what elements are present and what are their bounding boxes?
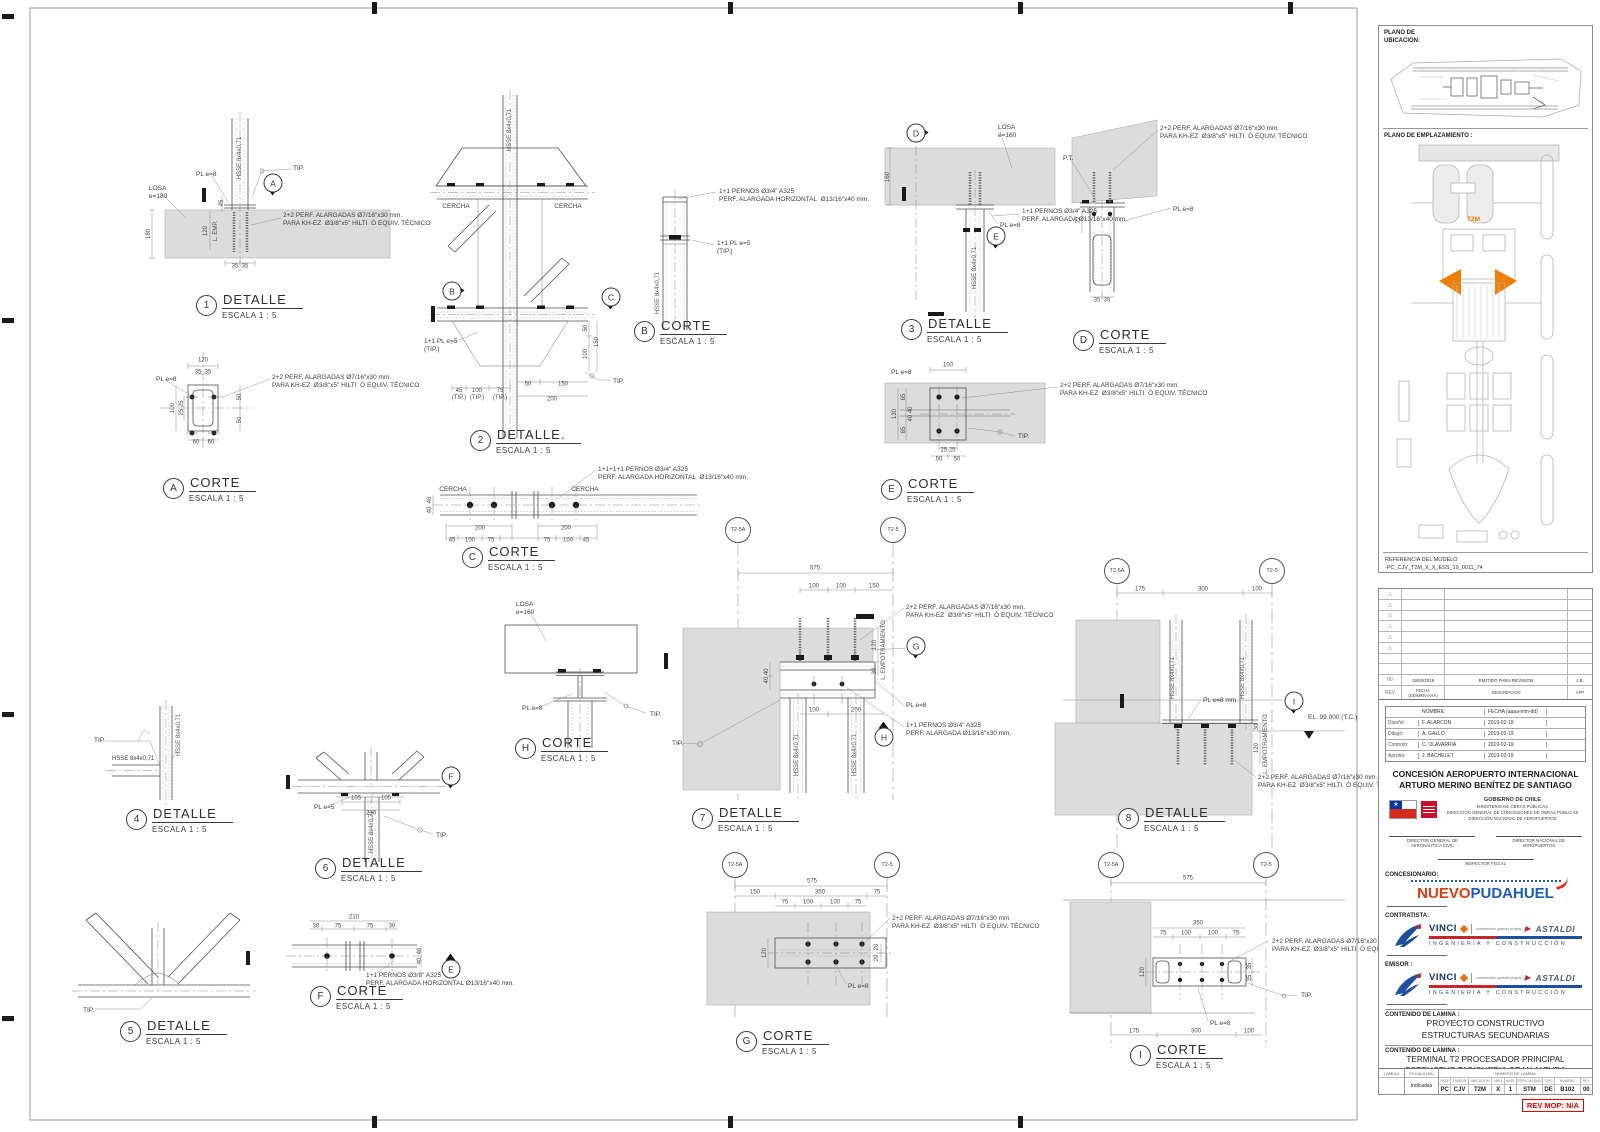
- rev-description: EMITIDO PARA REVISION: [1478, 677, 1534, 683]
- title-block-maps: PLANO DE UBICACION: PLANO DE EMPLAZAMIEN…: [1378, 25, 1593, 573]
- site-plan-map: [1396, 144, 1560, 542]
- revision-triangle-icon: △: [1388, 644, 1392, 651]
- chile-flag-icon: ★: [1389, 799, 1417, 819]
- revision-table: △ △ △ △ △ △ 00 19/02/2019 EMITIDO PARA R…: [1379, 589, 1592, 700]
- contenido-label-1: CONTENIDO DE LAMINA :: [1385, 1009, 1592, 1018]
- nuevo-pudahuel-logo: NUEVOPUDAHUEL: [1406, 876, 1570, 901]
- title-block-main: △ △ △ △ △ △ 00 19/02/2019 EMITIDO PARA R…: [1378, 588, 1593, 1112]
- vinci-diamond-icon: [1459, 973, 1469, 983]
- rev-number: 00: [1379, 675, 1402, 685]
- project-title: CONCESIÓN AEROPUERTO INTERNACIONAL ARTUR…: [1392, 769, 1579, 791]
- vinci-diamond-icon: [1459, 924, 1469, 934]
- contenido-1: PROYECTO CONSTRUCTIVO ESTRUCTURAS SECUND…: [1421, 1018, 1550, 1041]
- logo-bar: [1429, 985, 1582, 989]
- names-table: NOMBRE:FECHA (aaaa-mm-dd) Diseñó:F. ALAR…: [1385, 706, 1586, 762]
- emisor-logo: VINCI construction grands projets ASTALD…: [1393, 971, 1582, 997]
- contratista-logo: VINCI construction grands projets ASTALD…: [1393, 922, 1582, 948]
- revision-triangle-icon: △: [1388, 633, 1392, 640]
- contenido-label-2: CONTENIDO DE LAMINA :: [1385, 1045, 1592, 1054]
- contratista-label: CONTRATISTA:: [1385, 913, 1430, 920]
- sheet-code-table: LAMINA ESCALA (A0)Indicadas NUMERO DE LA…: [1379, 1068, 1592, 1094]
- revision-triangle-icon: △: [1388, 590, 1392, 597]
- astaldi-flag-icon: [1524, 974, 1533, 981]
- revision-row: 00 19/02/2019 EMITIDO PARA REVISION J.B.: [1379, 675, 1592, 686]
- emisor-label: EMISOR :: [1385, 962, 1413, 969]
- cjv-bird-icon: [1395, 924, 1422, 948]
- revision-triangle-icon: △: [1388, 601, 1392, 608]
- plano-emplazamiento-label: PLANO DE EMPLAZAMIENTO :: [1384, 133, 1473, 139]
- referencia-label: REFERENCIA DEL MODELO: [1385, 556, 1458, 563]
- location-plan-map: [1390, 58, 1582, 118]
- referencia-value: -PC_CJV_T2M_X_X_ESS_19_0011_74: [1385, 564, 1483, 571]
- gobierno-emblem-icon: [1421, 800, 1437, 818]
- astaldi-flag-icon: [1524, 925, 1533, 932]
- plano-ubicacion-label: PLANO DE UBICACION:: [1384, 30, 1420, 44]
- inspector-signature: INSPECTOR FISCAL: [1437, 858, 1534, 867]
- revision-triangle-icon: △: [1388, 612, 1392, 619]
- gobierno-block: ★ GOBIERNO DE CHILE MINISTERIO DE OBRAS …: [1389, 797, 1584, 822]
- escala-value: Indicadas: [1410, 1083, 1433, 1089]
- rev-mop-badge: REV MOP: N/A: [1521, 1098, 1584, 1112]
- rev-approver: J.B.: [1567, 675, 1592, 685]
- cjv-bird-icon: [1395, 973, 1422, 997]
- rev-date: 19/02/2019: [1402, 675, 1445, 685]
- t2m-highlight-label: T2M: [1467, 216, 1480, 223]
- logo-bar: [1429, 936, 1582, 940]
- swoosh-icon: [1553, 876, 1570, 891]
- revision-header-row: REV FECHA (DD/MM/AAAA) DESCRIPCION APP: [1379, 686, 1592, 699]
- concesionario-label: CONCESIONARIO:: [1385, 872, 1439, 879]
- revision-triangle-icon: △: [1388, 623, 1392, 630]
